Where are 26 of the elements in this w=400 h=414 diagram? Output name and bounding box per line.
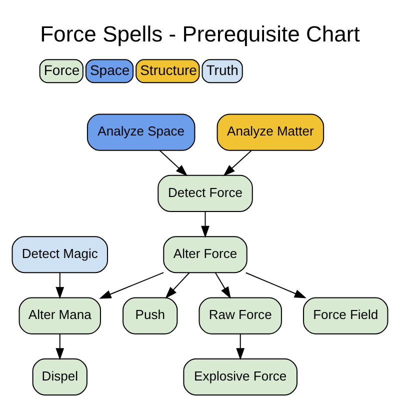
- diagram-title: Force Spells - Prerequisite Chart: [40, 21, 360, 46]
- arrow: [165, 272, 190, 298]
- node-box: Raw Force: [198, 296, 282, 334]
- node-box: Alter Mana: [18, 296, 101, 334]
- node-box: Alter Force: [163, 236, 248, 273]
- node-box: Push: [122, 296, 178, 334]
- node-box: Detect Magic: [12, 236, 108, 273]
- node-box: Explosive Force: [183, 358, 298, 395]
- arrow: [201, 211, 210, 238]
- legend-label: Truth: [206, 61, 238, 78]
- node-box: Analyze Space: [86, 113, 196, 150]
- arrow: [236, 333, 245, 360]
- arrow: [223, 150, 252, 176]
- arrow: [214, 272, 231, 298]
- arrow: [56, 333, 64, 360]
- legend-label: Force: [44, 61, 80, 78]
- node-box: Force Field: [303, 296, 388, 334]
- legend-label: Structure: [140, 61, 197, 78]
- arrow: [246, 272, 307, 298]
- node-box: Dispel: [32, 358, 88, 395]
- arrow: [159, 150, 188, 176]
- legend-label: Space: [90, 61, 130, 78]
- arrow: [56, 272, 64, 299]
- node-box: Analyze Matter: [216, 113, 324, 150]
- arrow: [99, 272, 164, 298]
- node-box: Detect Force: [158, 174, 253, 212]
